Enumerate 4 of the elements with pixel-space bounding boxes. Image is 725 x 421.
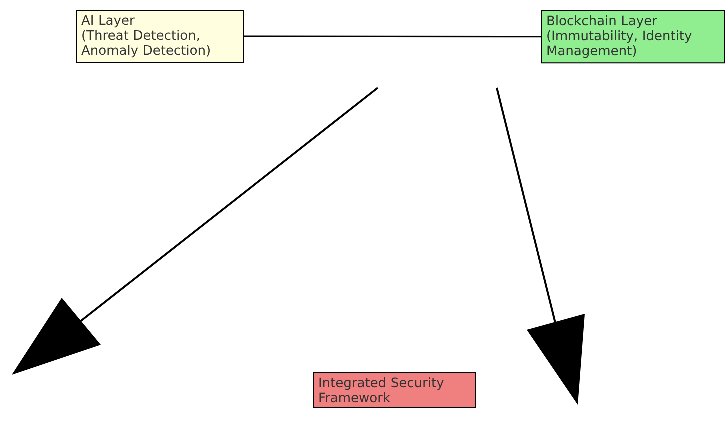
connector-line (244, 36, 541, 38)
layer-box: Integrated Security Framework (313, 372, 476, 408)
layer-box: AI Layer (Threat Detection, Anomaly Detection) (76, 10, 244, 64)
layer-box: Blockchain Layer (Immutability, Identity Management) (541, 10, 725, 64)
